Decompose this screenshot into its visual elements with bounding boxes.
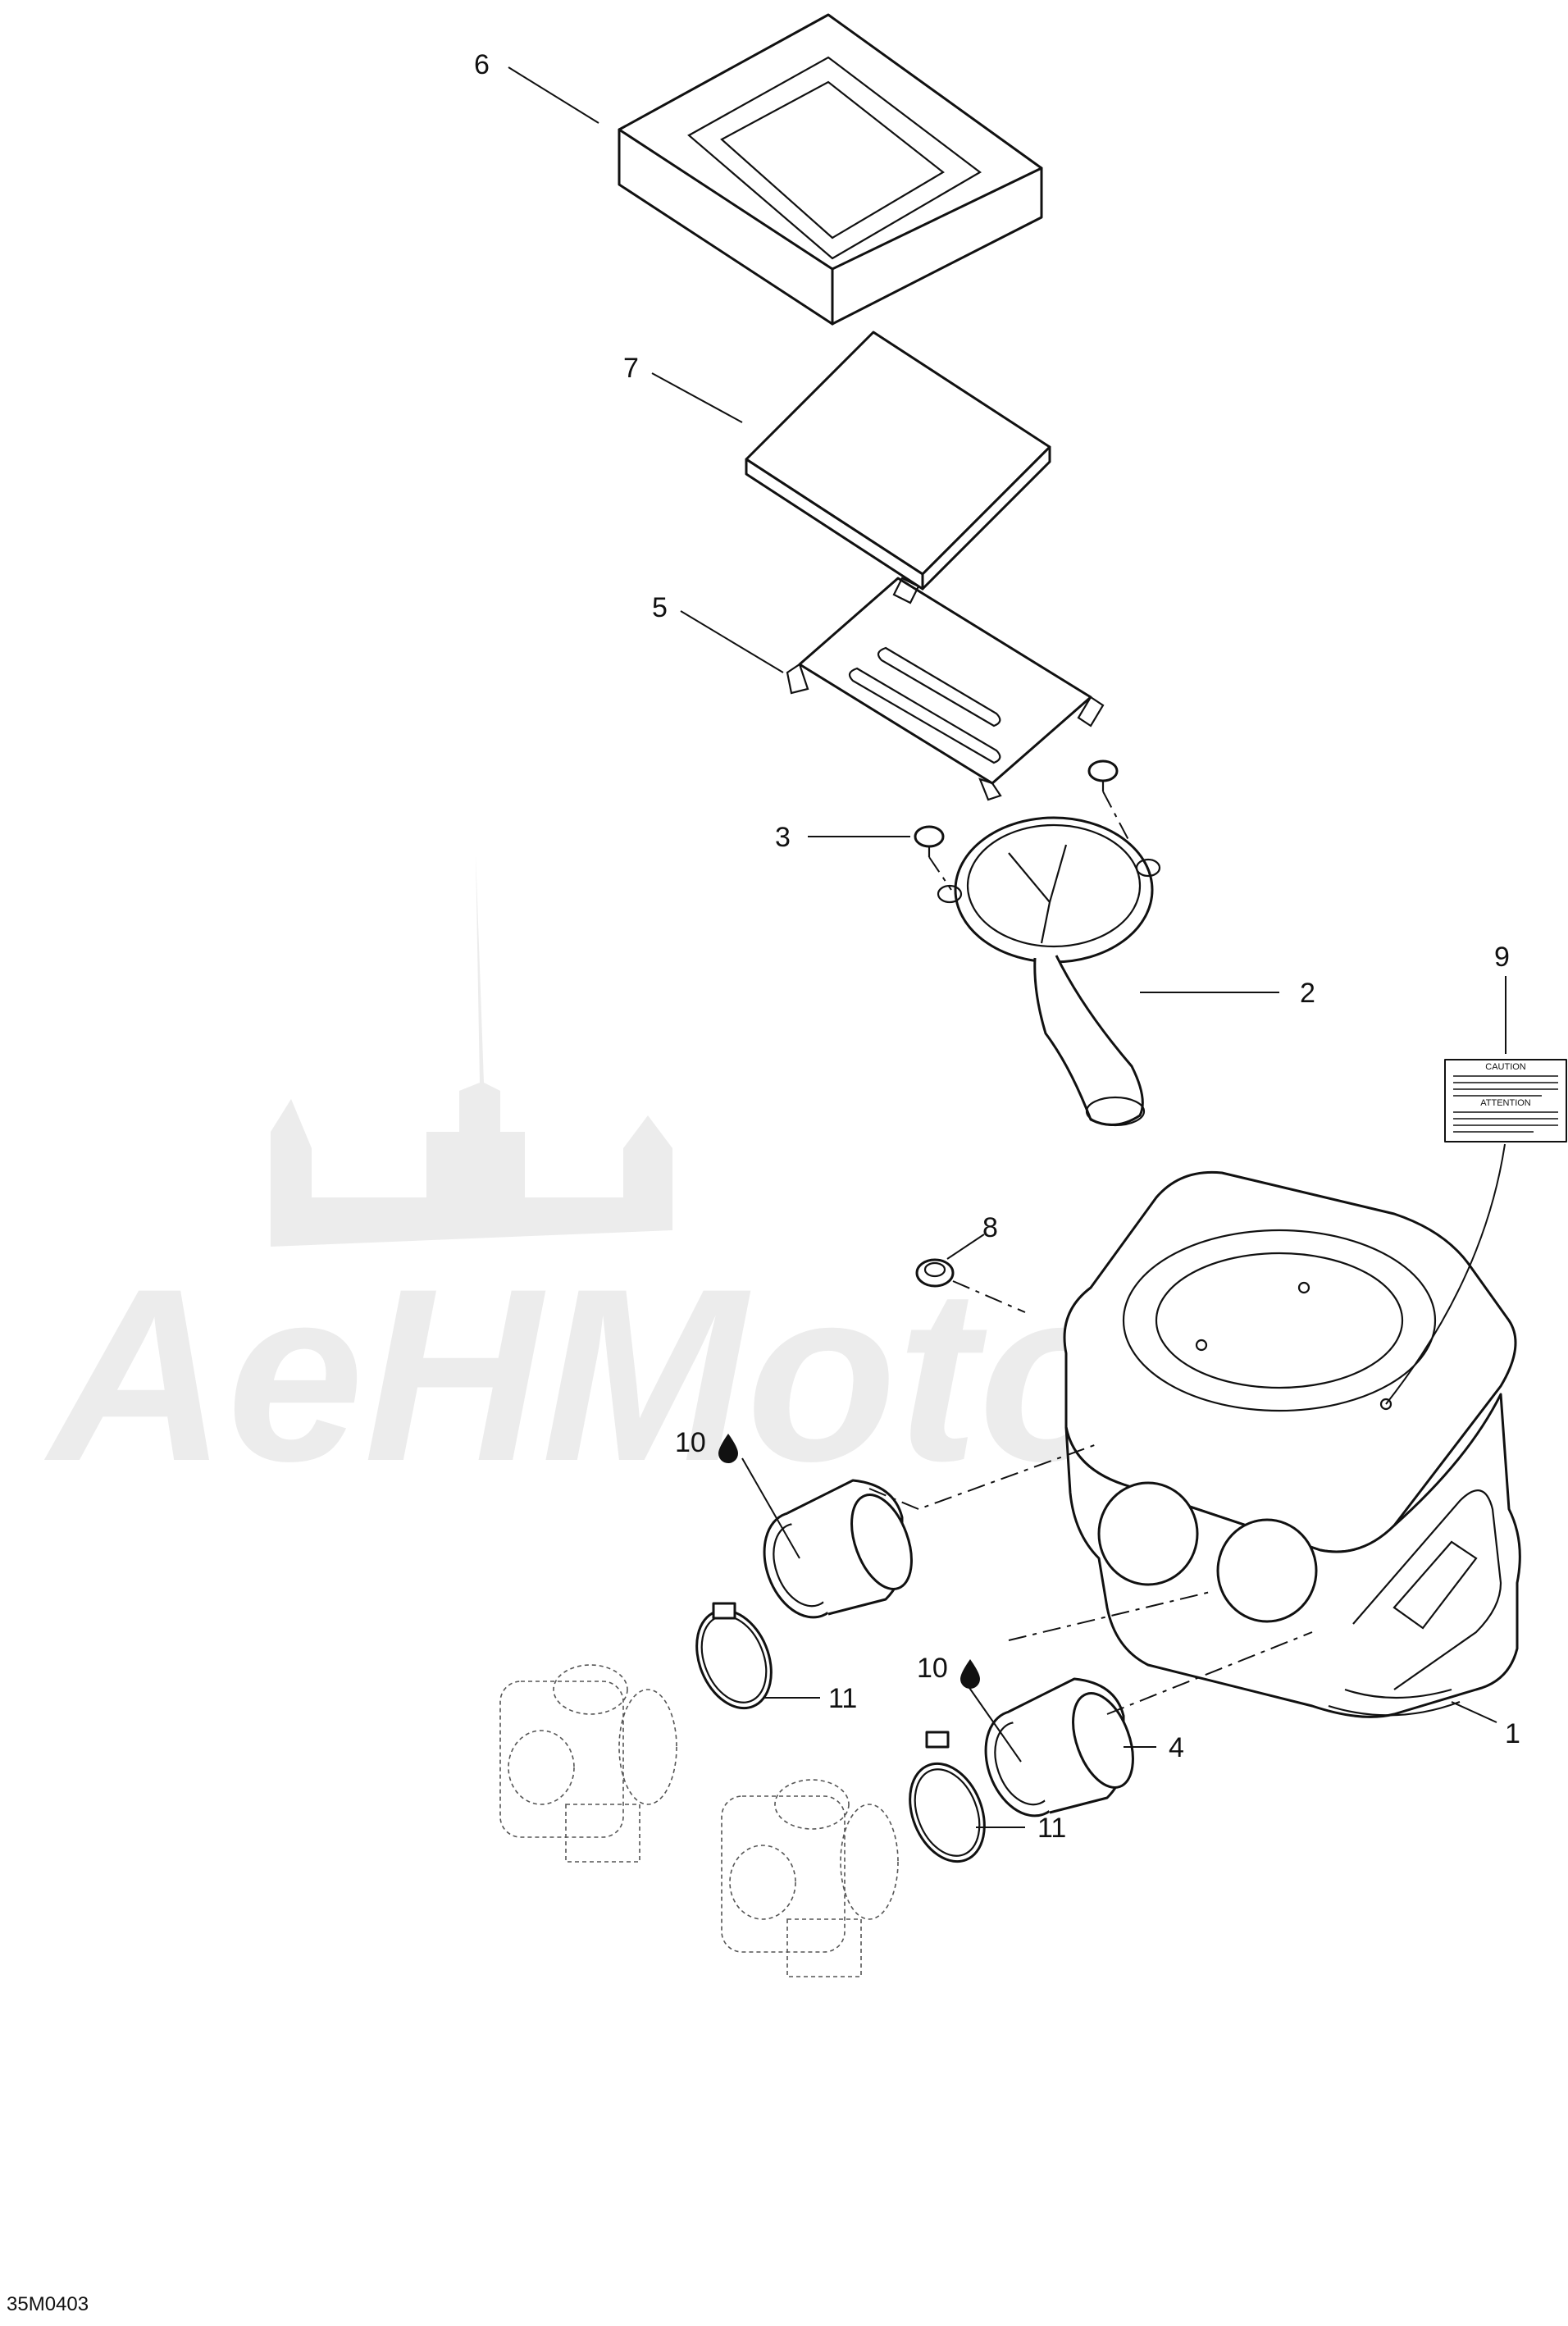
part-2-funnel bbox=[937, 816, 1161, 1127]
callout-9: 9 bbox=[1494, 942, 1510, 973]
sticker-heading-attention: ATTENTION bbox=[1480, 1098, 1531, 1108]
callout-6: 6 bbox=[474, 49, 490, 80]
callout-10-lower: 10 bbox=[917, 1653, 948, 1684]
callout-4: 4 bbox=[1169, 1732, 1184, 1763]
watermark-spire bbox=[459, 853, 500, 1197]
watermark: AeHMoto bbox=[42, 853, 1129, 1512]
part-11-clamps bbox=[695, 1602, 986, 1863]
callout-3: 3 bbox=[775, 822, 791, 853]
watermark-text: AeHMoto bbox=[42, 1237, 1129, 1512]
drawing-code: 35M0403 bbox=[7, 2293, 89, 2315]
part-1-airbox bbox=[1063, 1170, 1521, 1718]
sticker-heading-caution: CAUTION bbox=[1485, 1062, 1526, 1072]
part-4-intake-boots bbox=[763, 1443, 1313, 1817]
watermark-skyline bbox=[271, 1099, 672, 1247]
oil-drop-icon-upper bbox=[718, 1434, 738, 1463]
callout-8: 8 bbox=[982, 1212, 998, 1243]
callout-7: 7 bbox=[623, 353, 639, 384]
callout-11-lower: 11 bbox=[1037, 1813, 1066, 1844]
oil-drop-icon-lower bbox=[960, 1659, 980, 1689]
callout-11-upper: 11 bbox=[828, 1683, 857, 1714]
carburetors-reference bbox=[499, 1664, 899, 1977]
part-7-filter-element bbox=[745, 331, 1051, 591]
callout-10-upper: 10 bbox=[675, 1427, 706, 1458]
callout-2: 2 bbox=[1300, 978, 1315, 1009]
part-8-grommet bbox=[915, 1258, 1026, 1313]
callout-1: 1 bbox=[1505, 1718, 1520, 1749]
callout-5: 5 bbox=[652, 592, 668, 623]
part-5-plate bbox=[786, 577, 1105, 801]
part-9-label-sticker: CAUTION ATTENTION bbox=[1444, 1059, 1567, 1142]
part-6-housing-frame bbox=[618, 13, 1043, 326]
callouts: 6 7 5 3 2 9 8 10 10 11 11 4 1 bbox=[474, 49, 1520, 1844]
leader-lines bbox=[508, 66, 1506, 1828]
